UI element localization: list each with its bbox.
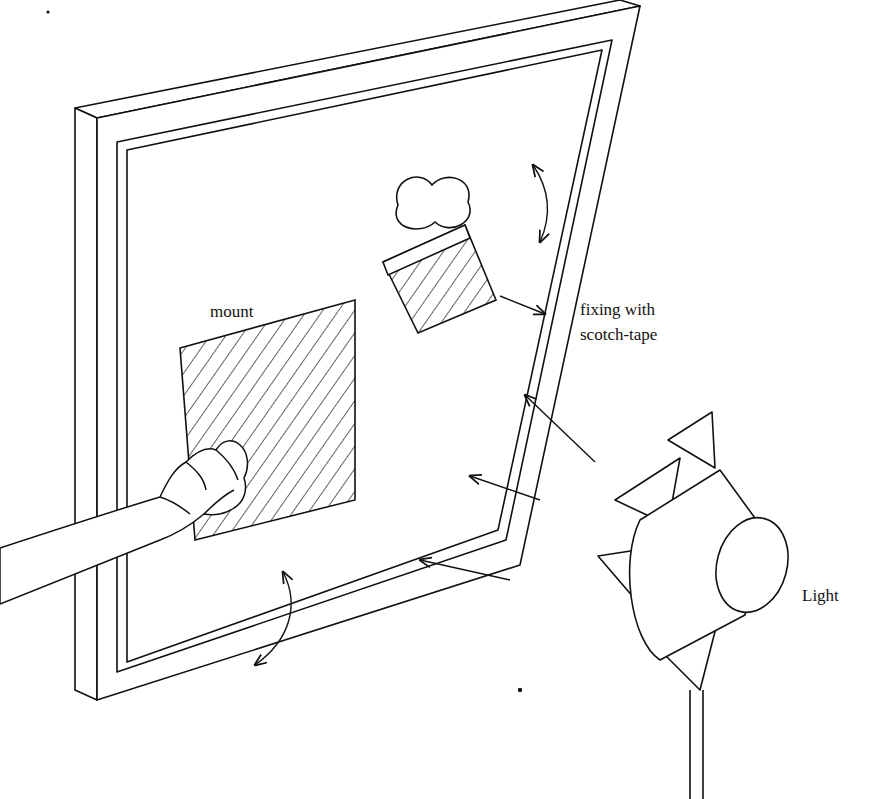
- board: [75, 0, 640, 700]
- part-label: fixing with scotch-tape: [578, 298, 694, 347]
- lamp: [598, 412, 798, 799]
- tape-motion-arrows: [500, 165, 548, 314]
- hand: [0, 441, 247, 604]
- mount-motion-arrow: [255, 572, 291, 665]
- taped-sheet: [383, 177, 496, 333]
- part-label: mount: [208, 300, 255, 325]
- light-rays: [420, 395, 595, 580]
- part-label: Light: [800, 584, 841, 609]
- specks: [46, 10, 522, 692]
